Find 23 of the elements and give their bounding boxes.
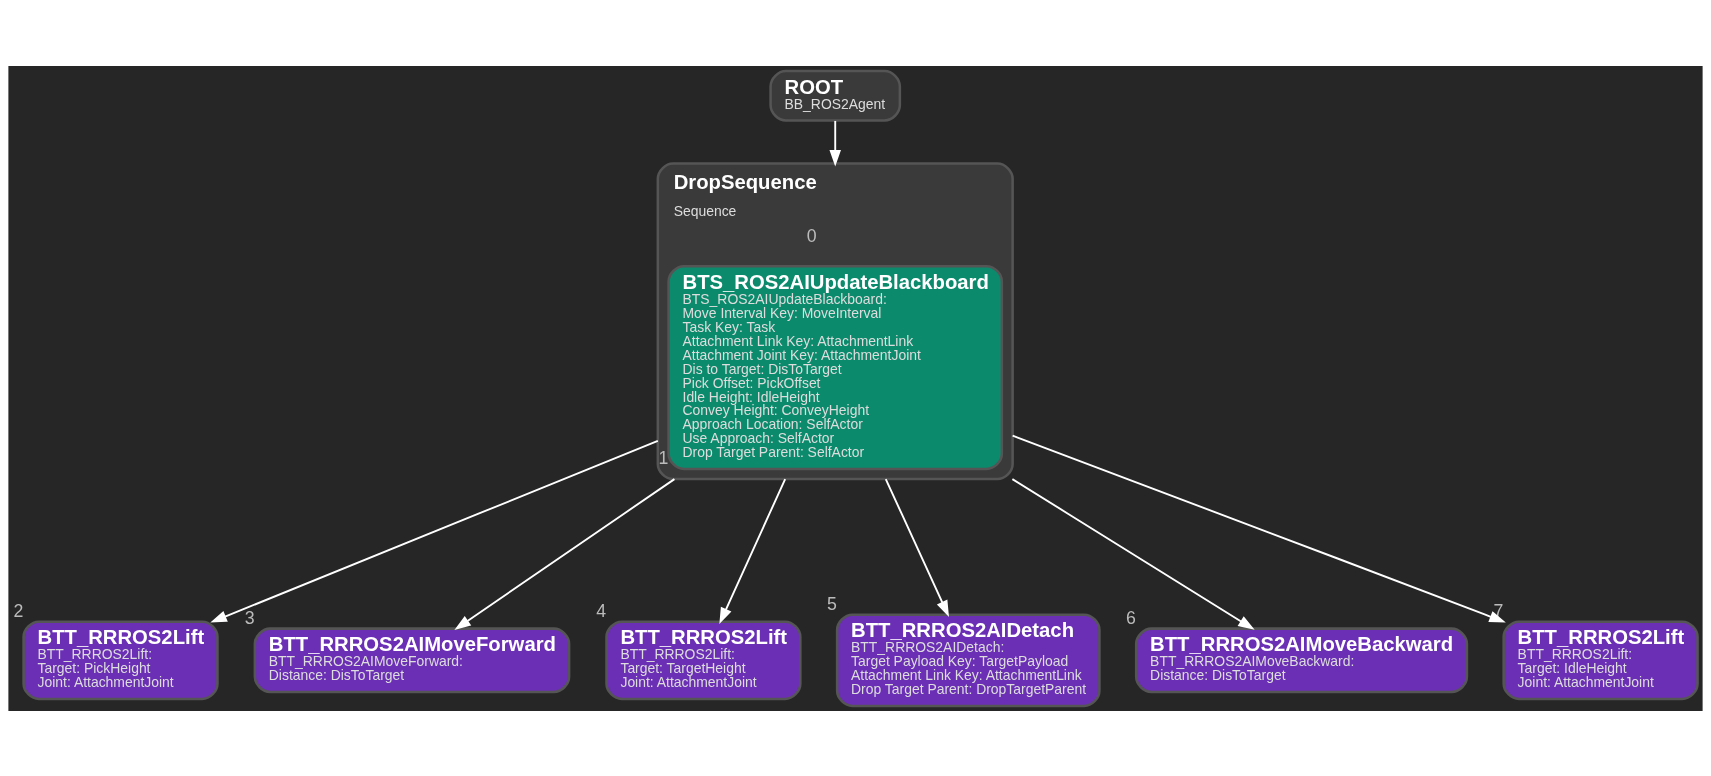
arrow: [884, 477, 949, 617]
arrow: [1011, 477, 1255, 630]
node-label: 4: [596, 600, 607, 621]
node-box: BTT_RRROS2AIMoveBackward BTT_RRROS2AIMoveBackward: Distance: DisToTarget: [1134, 626, 1469, 693]
node-box: BTT_RRROS2AIDetach BTT_RRROS2AIDetach: Target Payload Key: TargetPayload Attachment Link Key: AttachmentLink Drop Target Parent: DropTargetParent: [835, 612, 1101, 707]
node-label: 2: [13, 600, 24, 621]
arrow: [1011, 434, 1506, 623]
node-box: BTT_RRROS2Lift BTT_RRROS2Lift: Target: PickHeight Joint: AttachmentJoint: [22, 619, 219, 700]
node-label: 0: [806, 225, 817, 246]
node-box: BTT_RRROS2AIMoveForward BTT_RRROS2AIMoveForward: Distance: DisToTarget: [253, 626, 571, 693]
node-box: BTS_ROS2AIUpdateBlackboard BTS_ROS2AIUpdateBlackboard: Move Interval Key: MoveInterval Task Key: Task Attachment Link Key: AttachmentLink Attachment Joint Key: AttachmentJoint Dis to Target: DisToTarget Pick Offset: PickOffset Idle Height: IdleHeight Convey Height: ConveyHeight Approach Location: SelfActor Use Approach: SelfActor Drop Target Parent: SelfActor: [667, 264, 1004, 470]
node-box: BTT_RRROS2Lift BTT_RRROS2Lift: Target: IdleHeight Joint: AttachmentJoint: [1502, 619, 1699, 700]
node-box: BTT_RRROS2Lift BTT_RRROS2Lift: Target: TargetHeight Joint: AttachmentJoint: [605, 619, 802, 700]
node-label: 7: [1493, 600, 1504, 621]
arrow: [829, 119, 841, 166]
arrow: [454, 477, 676, 630]
node-label: 1: [658, 447, 669, 468]
arrow: [210, 439, 659, 623]
node-label: 3: [244, 607, 255, 628]
node-label: 6: [1126, 607, 1136, 628]
node-label: 5: [826, 593, 837, 614]
arrow: [719, 477, 787, 624]
node-box: ROOT BB_ROS2Agent: [769, 69, 902, 122]
